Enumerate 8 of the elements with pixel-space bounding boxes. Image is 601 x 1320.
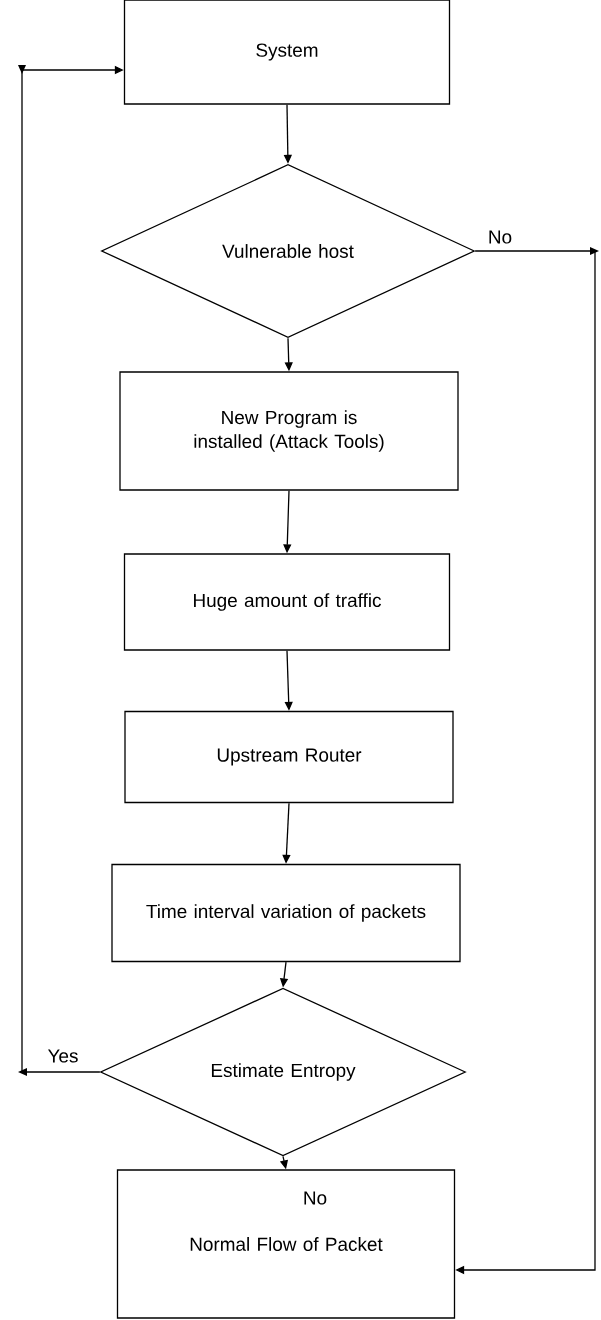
edge-label: No	[486, 229, 514, 245]
process-box: New Program is installed (Attack Tools)	[119, 371, 459, 491]
process-box: Time interval variation of packets	[111, 863, 461, 963]
process-box: Huge amount of traffic	[123, 553, 451, 651]
process-box: System	[123, 0, 451, 105]
edge-label: Yes	[46, 1048, 80, 1064]
process-box: Upstream Router	[124, 710, 454, 804]
edge-label: No	[301, 1190, 329, 1206]
